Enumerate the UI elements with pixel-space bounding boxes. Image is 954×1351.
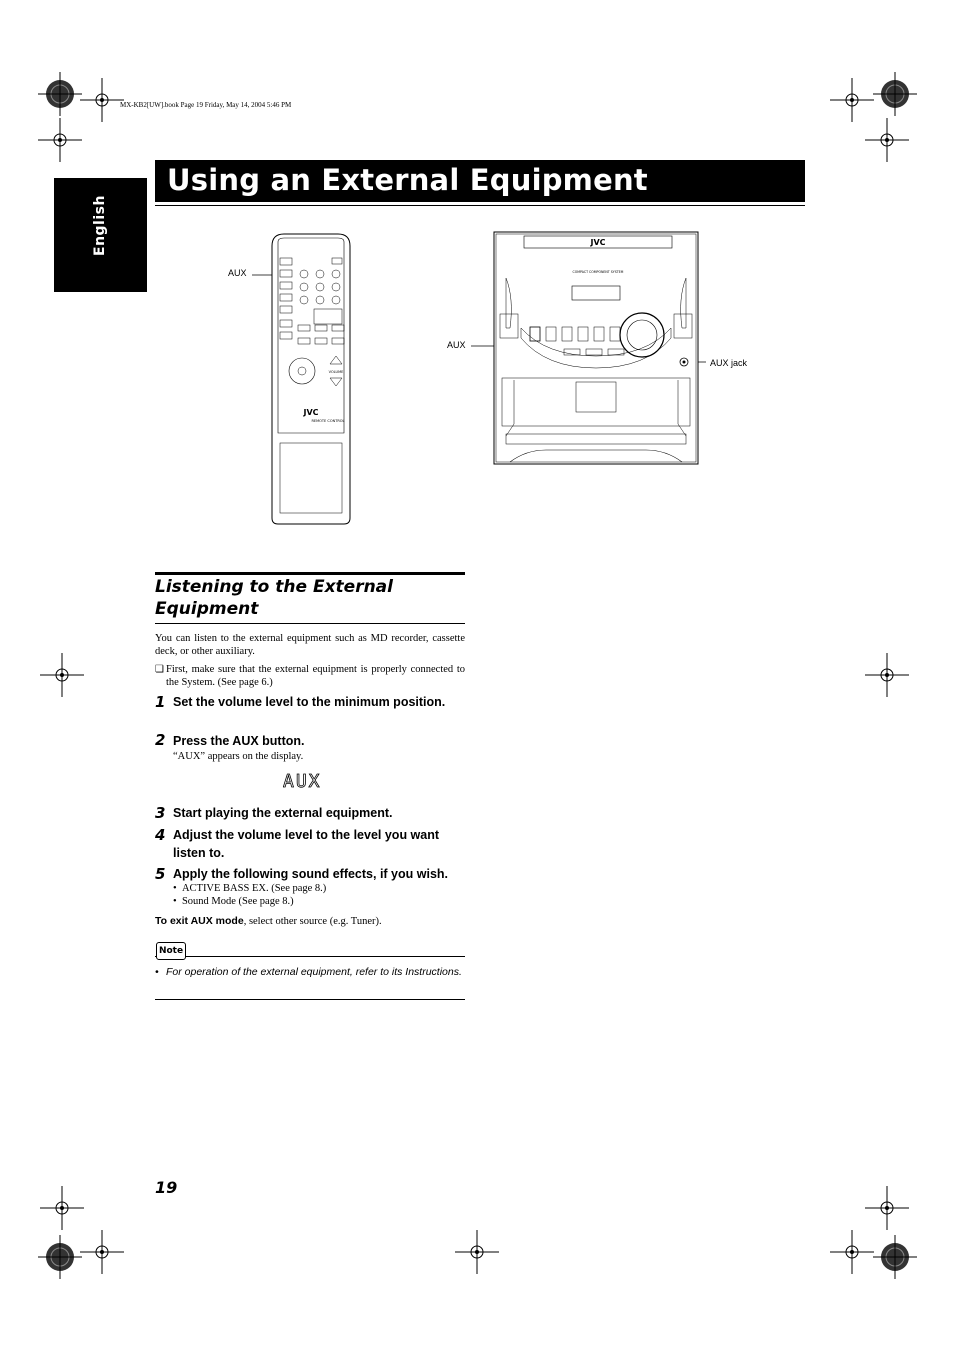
unit-model-label: COMPACT COMPONENT SYSTEM xyxy=(573,270,624,274)
section-rule-bottom xyxy=(155,623,465,624)
main-unit-illustration: JVC COMPACT COMPONENT SYSTEM xyxy=(471,231,706,465)
registration-mark xyxy=(455,1230,499,1274)
step-text: Press the AUX button. xyxy=(173,734,305,748)
exit-instruction: To exit AUX mode, select other source (e… xyxy=(155,915,382,928)
step-text: Start playing the external equipment. xyxy=(173,806,393,820)
aux-display-readout: AUX xyxy=(283,771,322,791)
exit-label: To exit AUX mode xyxy=(155,915,244,927)
step-text: Apply the following sound effects, if yo… xyxy=(173,867,449,881)
remote-control-illustration: JVC REMOTE CONTROL VOLUME xyxy=(252,233,351,525)
title-rule xyxy=(155,205,805,206)
remote-control-label: REMOTE CONTROL xyxy=(312,419,345,423)
step-text: Set the volume level to the minimum posi… xyxy=(173,695,446,709)
registration-mark xyxy=(830,78,874,122)
registration-mark xyxy=(38,72,82,116)
registration-mark xyxy=(80,78,124,122)
section-rule-top xyxy=(155,572,465,575)
unit-aux-callout: AUX xyxy=(447,340,466,350)
registration-mark xyxy=(38,1235,82,1279)
remote-aux-callout: AUX xyxy=(228,268,247,278)
note-rule-bottom xyxy=(155,999,465,1000)
step-number: 5 xyxy=(155,865,166,883)
note-text: For operation of the external equipment,… xyxy=(166,966,462,978)
remote-volume-label: VOLUME xyxy=(329,370,344,374)
remote-brand-logo: JVC xyxy=(302,408,318,417)
registration-mark xyxy=(865,118,909,162)
registration-mark xyxy=(873,1235,917,1279)
first-note: First, make sure that the external equip… xyxy=(166,664,465,688)
section-title: Listening to the External Equipment xyxy=(155,577,393,619)
step-text: Adjust the volume level to the level you… xyxy=(173,828,440,860)
bullet-item: • ACTIVE BASS EX. (See page 8.) xyxy=(173,883,327,894)
checkbox-mark: ❏ xyxy=(155,664,164,675)
unit-brand-logo: JVC xyxy=(589,238,605,247)
language-label: English xyxy=(92,195,108,256)
step-number: 3 xyxy=(155,804,166,822)
title-bar: Using an External Equipment xyxy=(155,160,805,202)
page-number: 19 xyxy=(155,1178,178,1197)
bullet-item: • Sound Mode (See page 8.) xyxy=(173,896,294,907)
book-header: MX-KB2[UW].book Page 19 Friday, May 14, … xyxy=(120,101,292,109)
language-tab: English xyxy=(54,178,147,292)
step-number: 1 xyxy=(155,693,166,711)
exit-text: , select other source (e.g. Tuner). xyxy=(243,916,382,927)
step-number: 2 xyxy=(155,731,166,749)
page-title: Using an External Equipment xyxy=(167,163,648,197)
note-rule-top xyxy=(155,956,465,957)
registration-mark xyxy=(40,653,84,697)
intro-paragraph: You can listen to the external equipment… xyxy=(155,633,465,657)
registration-mark xyxy=(40,1186,84,1230)
aux-jack-callout: AUX jack xyxy=(710,358,748,368)
bullet-text: Sound Mode (See page 8.) xyxy=(181,896,294,907)
registration-mark xyxy=(80,1230,124,1274)
bullet-text: ACTIVE BASS EX. (See page 8.) xyxy=(181,883,327,894)
step-subtext: “AUX” appears on the display. xyxy=(173,751,304,762)
note-icon: Note xyxy=(156,942,186,960)
registration-mark xyxy=(830,1230,874,1274)
registration-mark xyxy=(865,1186,909,1230)
registration-mark xyxy=(865,653,909,697)
registration-mark xyxy=(38,118,82,162)
aux-display-text: AUX xyxy=(283,771,322,791)
note-bullet: • xyxy=(155,966,159,978)
step-number: 4 xyxy=(155,826,166,844)
registration-mark xyxy=(873,72,917,116)
